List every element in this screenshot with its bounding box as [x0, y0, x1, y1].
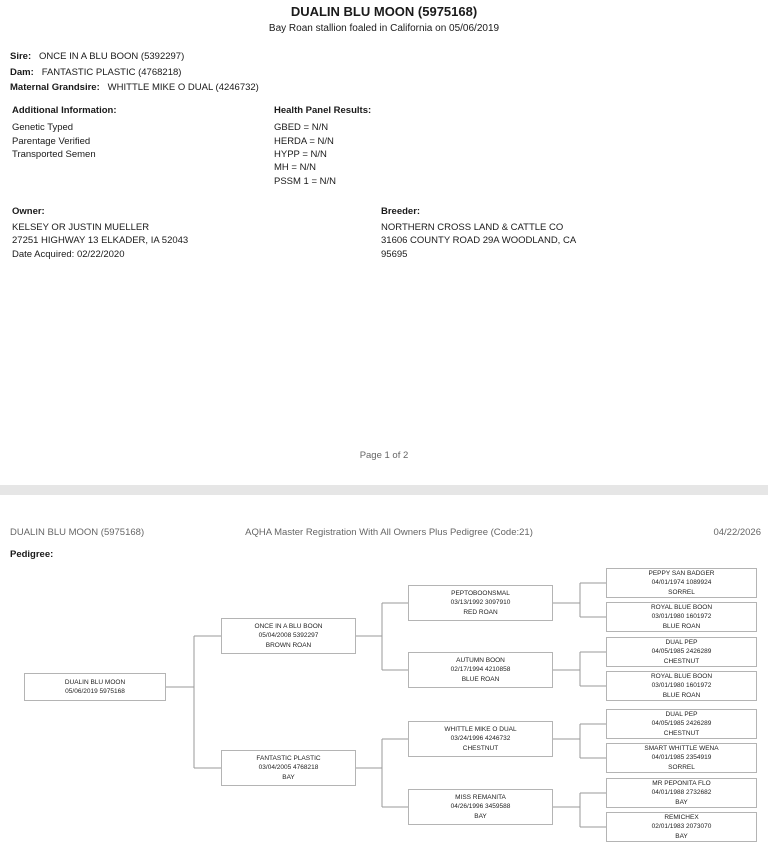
pedigree-box-line: 04/01/1988 2732682 — [651, 789, 712, 797]
pedigree-box-line: BLUE ROAN — [662, 691, 701, 699]
pedigree-box-line: SORREL — [668, 588, 695, 596]
pedigree-subject: DUALIN BLU MOON 05/06/2019 5975168 — [24, 673, 166, 701]
health-result: HYPP = N/N — [274, 149, 327, 160]
pedigree-box-line: REMICHEX — [664, 814, 699, 822]
pedigree-box-line: BAY — [675, 798, 688, 806]
pedigree-box-line: ONCE IN A BLU BOON — [254, 623, 323, 631]
sire-line: Sire: ONCE IN A BLU BOON (5392297) — [10, 51, 184, 62]
owner-address: 27251 HIGHWAY 13 ELKADER, IA 52043 — [12, 235, 189, 246]
horse-subtitle: Bay Roan stallion foaled in California o… — [268, 23, 500, 34]
owner-date-acquired: Date Acquired: 02/22/2020 — [12, 249, 125, 260]
pedigree-box-line: BAY — [675, 832, 688, 840]
pedigree-box-line: CHESTNUT — [462, 744, 499, 752]
grandsire-value: WHITTLE MIKE O DUAL (4246732) — [107, 82, 259, 93]
pedigree-box-line: 03/24/1996 4246732 — [450, 735, 511, 743]
pedigree-box-line: BAY — [474, 812, 487, 820]
additional-info-item: Transported Semen — [12, 149, 96, 160]
pedigree-box-line: 03/01/1980 1601972 — [651, 613, 712, 621]
pedigree-box-line: 04/05/1985 2426289 — [651, 720, 712, 728]
pedigree-box-line: 05/04/2008 5392297 — [258, 632, 319, 640]
pedigree-box-line: 04/26/1996 3459588 — [450, 803, 511, 811]
dam-value: FANTASTIC PLASTIC (4768218) — [41, 67, 182, 78]
pedigree-box-line: BAY — [282, 773, 295, 781]
pedigree-box-line: BLUE ROAN — [662, 622, 701, 630]
pedigree-box-line: DUALIN BLU MOON — [64, 678, 126, 686]
dam-line: Dam: FANTASTIC PLASTIC (4768218) — [10, 67, 181, 78]
health-result: MH = N/N — [274, 162, 316, 173]
page2-header-date: 04/22/2026 — [713, 527, 761, 538]
additional-info-item: Genetic Typed — [12, 122, 74, 133]
pedigree-box-line: 03/01/1980 1601972 — [651, 682, 712, 690]
breeder-address: 31606 COUNTY ROAD 29A WOODLAND, CA — [381, 235, 577, 246]
pedigree-box-line: 04/05/1985 2426289 — [651, 648, 712, 656]
pedigree-box-line: CHESTNUT — [663, 657, 700, 665]
page2-header-horse: DUALIN BLU MOON (5975168) — [10, 527, 145, 538]
pedigree-box-line: RED ROAN — [463, 608, 498, 616]
pedigree-box-line: SMART WHITTLE WENA — [644, 745, 719, 753]
grandsire-label: Maternal Grandsire: — [10, 82, 100, 93]
horse-title: DUALIN BLU MOON (5975168) — [290, 4, 478, 19]
pedigree-box-line: AUTUMN BOON — [456, 657, 505, 665]
pedigree-box-line: 03/13/1992 3097910 — [450, 599, 511, 607]
pedigree-box-line: DUAL PEP — [665, 711, 698, 719]
page-number: Page 1 of 2 — [359, 450, 409, 461]
pedigree-box-line: FANTASTIC PLASTIC — [256, 755, 321, 763]
additional-info-item: Parentage Verified — [12, 136, 91, 147]
pedigree-box-line: BROWN ROAN — [265, 641, 312, 649]
additional-info-title: Additional Information: — [12, 105, 117, 116]
pedigree-box-line: CHESTNUT — [663, 729, 700, 737]
sire-value: ONCE IN A BLU BOON (5392297) — [39, 51, 185, 62]
pedigree-box-line: 02/17/1994 4210858 — [450, 666, 511, 674]
pedigree-box-line: PEPTOBOONSMAL — [451, 590, 510, 598]
dam-label: Dam: — [10, 67, 34, 78]
page-separator — [0, 485, 768, 495]
breeder-zip: 95695 — [381, 249, 408, 260]
grandsire-line: Maternal Grandsire: WHITTLE MIKE O DUAL … — [10, 82, 259, 93]
pedigree-box-line: BLUE ROAN — [461, 675, 500, 683]
breeder-title: Breeder: — [381, 206, 421, 217]
health-result: GBED = N/N — [274, 122, 329, 133]
page2-header-report-title: AQHA Master Registration With All Owners… — [245, 527, 533, 538]
pedigree-title: Pedigree: — [10, 549, 54, 560]
health-panel-title: Health Panel Results: — [274, 105, 372, 116]
pedigree-box-line: 02/01/1983 2073070 — [651, 823, 712, 831]
pedigree-box-line: 05/06/2019 5975168 — [65, 688, 125, 695]
health-result: PSSM 1 = N/N — [274, 176, 337, 187]
health-result: HERDA = N/N — [274, 136, 334, 147]
pedigree-box-line: DUAL PEP — [665, 639, 698, 647]
pedigree-box-line: 04/01/1985 2354919 — [651, 754, 712, 762]
pedigree-box-line: PEPPY SAN BADGER — [648, 570, 715, 578]
breeder-name: NORTHERN CROSS LAND & CATTLE CO — [381, 222, 564, 233]
pedigree-box-line: MISS REMANITA — [455, 794, 506, 802]
pedigree-box-line: ROYAL BLUE BOON — [650, 604, 713, 612]
owner-title: Owner: — [12, 206, 45, 217]
owner-name: KELSEY OR JUSTIN MUELLER — [12, 222, 150, 233]
pedigree-box-line: SORREL — [668, 763, 695, 771]
pedigree-box-line: 03/04/2005 4768218 — [258, 764, 319, 772]
pedigree-box-line: MR PEPONITA FLO — [652, 780, 711, 788]
pedigree-box-line: WHITTLE MIKE O DUAL — [444, 726, 517, 734]
pedigree-box-line: 04/01/1974 1089924 — [651, 579, 712, 587]
sire-label: Sire: — [10, 51, 32, 62]
pedigree-box-line: ROYAL BLUE BOON — [650, 673, 713, 681]
